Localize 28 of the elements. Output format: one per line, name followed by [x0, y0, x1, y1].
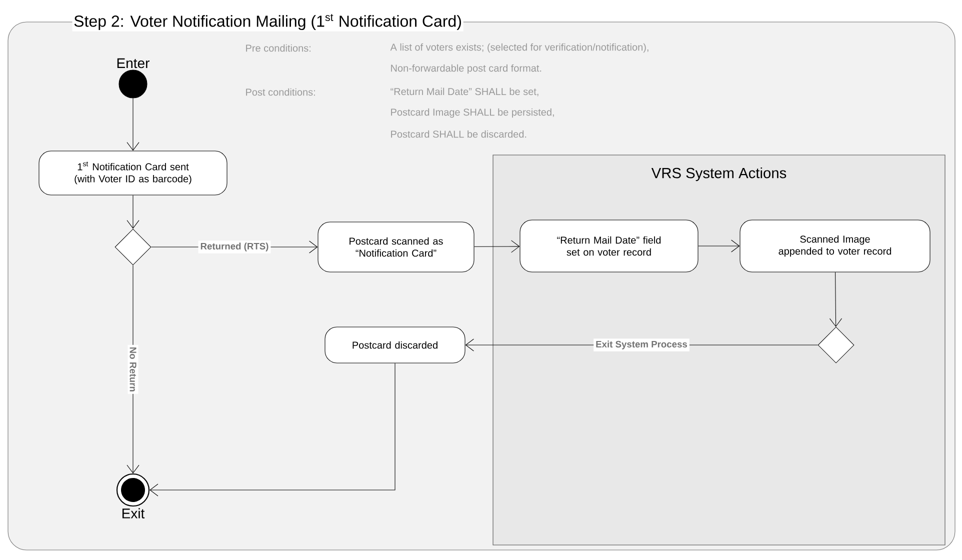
condition-text: “Return Mail Date” SHALL be set,: [390, 88, 538, 96]
edge-label: No Return: [128, 344, 138, 394]
condition-text: Postcard SHALL be discarded.: [391, 130, 526, 138]
arrow: [698, 240, 740, 252]
arrow: [829, 272, 842, 327]
edge-label: Exit System Process: [594, 338, 690, 352]
node-label: Enter: [117, 58, 150, 68]
action-box: “Return Mail Date” field set on voter record: [520, 220, 698, 272]
action-box: Postcard discarded: [324, 326, 466, 364]
arrow: [474, 240, 520, 253]
start-node: Enter: [117, 58, 150, 98]
node-label: Exit: [122, 508, 145, 518]
condition-text: Post conditions:: [246, 88, 315, 96]
action-box: Postcard scanned as “Notification Card”: [318, 222, 474, 272]
decision-diamond: [818, 326, 854, 364]
end-node: Exit: [116, 473, 150, 518]
title: Step 2: Voter Notification Mailing (1$^{st}$ Notification Card): [72, 12, 464, 32]
decision-diamond: [114, 228, 152, 266]
condition-text: A list of voters exists; (selected for verification/notification),: [390, 43, 648, 53]
arrow: [126, 195, 140, 229]
action-box: Scanned Image appended to voter record: [740, 220, 930, 272]
arrow: [126, 98, 140, 151]
arrow: [150, 363, 396, 496]
edge-label: Returned (RTS): [198, 240, 271, 254]
condition-text: Non-forwardable post card format.: [391, 64, 542, 74]
action-box: 1$^{st}$ Notification Card sent (with Voter ID as barcode): [38, 150, 228, 196]
condition-text: Postcard Image SHALL be persisted,: [391, 108, 554, 118]
condition-text: Pre conditions:: [246, 44, 310, 52]
